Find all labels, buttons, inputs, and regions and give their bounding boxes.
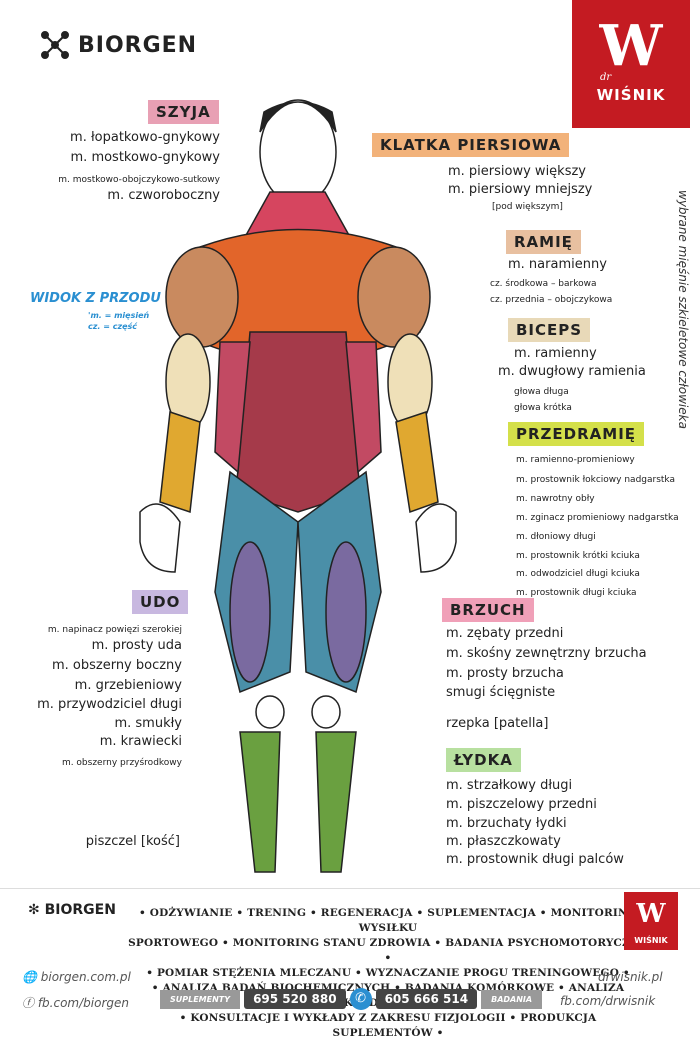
phone-bar: SUPLEMENTY 695 520 880 ✆ 605 666 514 BAD… [160, 988, 543, 1010]
label-piszczel: piszczel [kość] [85, 834, 180, 849]
label-szyja-2: m. mostkowo-gnykowy [70, 150, 220, 165]
bad-phone[interactable]: 605 666 514 [375, 989, 478, 1009]
label-biceps-4: głowa krótka [514, 403, 572, 413]
phone-icon: ✆ [349, 988, 372, 1010]
section-udo-title: UDO [132, 590, 189, 614]
supl-label: SUPLEMENTY [160, 989, 241, 1009]
services-line-5: • KONSULTACJE I WYKŁADY Z ZAKRESU FIZJOL… [179, 1012, 597, 1039]
label-biceps-3: głowa długa [514, 387, 569, 397]
label-udo-8: m. obszerny przyśrodkowy [61, 758, 182, 768]
label-przedramie-7: m. odwodziciel długi kciuka [516, 569, 640, 579]
label-biceps-1: m. ramienny [514, 346, 597, 361]
label-przedramie-3: m. nawrotny obły [516, 494, 595, 504]
services-line-2: SPORTOWEGO • MONITORING STANU ZDROWIA • … [128, 937, 648, 964]
view-title: WIDOK Z PRZODU [30, 291, 161, 306]
supl-phone[interactable]: 695 520 880 [244, 989, 346, 1009]
fb-right[interactable]: fb.com/drwisnik [560, 994, 656, 1008]
services-list: • ODŻYWIANIE • TRENING • REGENERACJA • S… [128, 906, 648, 1041]
label-szyja-1: m. łopatkowo-gnykowy [70, 130, 220, 145]
services-line-3: • POMIAR STĘŻENIA MLECZANU • WYZNACZANIE… [146, 967, 630, 979]
footer-logo: ✻ BIORGEN [28, 902, 116, 918]
section-przedramie-title: PRZEDRAMIĘ [508, 422, 645, 446]
label-brzuch-1: m. zębaty przedni [446, 626, 564, 641]
dr-wisnik-badge: W dr WIŚNIK [572, 0, 690, 128]
label-klatka-3: [pod większym] [492, 202, 563, 212]
fb-left-text[interactable]: fb.com/biorgen [37, 996, 129, 1010]
label-udo-6: m. smukły [114, 716, 182, 731]
label-szyja-3: m. mostkowo-obojczykowo-sutkowy [58, 175, 220, 185]
label-klatka-1: m. piersiowy większy [448, 164, 586, 179]
label-szyja-4: m. czworoboczny [107, 188, 220, 203]
label-biceps-2: m. dwugłowy ramienia [498, 364, 646, 379]
footer-badge-name: WIŚNIK [634, 936, 668, 945]
anatomy-figure [139, 99, 457, 873]
label-lydka-3: m. brzuchaty łydki [446, 816, 567, 831]
footer-brand: BIORGEN [44, 902, 116, 918]
label-przedramie-5: m. dłoniowy długi [516, 532, 596, 542]
label-ramie-1: m. naramienny [508, 257, 607, 272]
footer [0, 888, 700, 1023]
abbrev-legend: 'm. = mięsień cz. = część [88, 310, 149, 332]
web-right[interactable]: drwisnik.pl [598, 970, 663, 984]
badge-prefix: dr [600, 72, 612, 83]
label-ramie-2: cz. środkowa – barkowa [490, 279, 597, 289]
label-udo-1: m. napinacz powięzi szerokiej [47, 625, 182, 635]
side-caption: wybrane mięśnie szkieletowe człowieka [676, 190, 690, 429]
label-lydka-1: m. strzałkowy długi [446, 778, 573, 793]
label-przedramie-4: m. zginacz promieniowy nadgarstka [516, 513, 679, 523]
label-udo-5: m. przywodziciel długi [37, 697, 182, 712]
web-left-text[interactable]: biorgen.com.pl [40, 970, 131, 984]
services-line-1: • ODŻYWIANIE • TRENING • REGENERACJA • S… [138, 907, 638, 934]
label-brzuch-3: m. prosty brzucha [446, 666, 564, 681]
section-lydka-title: ŁYDKA [446, 748, 521, 772]
label-przedramie-6: m. prostownik krótki kciuka [516, 551, 640, 561]
label-lydka-2: m. piszczelowy przedni [446, 797, 597, 812]
label-udo-4: m. grzebieniowy [74, 678, 182, 693]
label-klatka-2: m. piersiowy mniejszy [448, 182, 593, 197]
legend-cz: cz. = część [88, 322, 138, 331]
biorgen-logo: BIORGEN [40, 30, 197, 60]
label-lydka-4: m. płaszczkowaty [446, 834, 561, 849]
fb-left[interactable]: ⓕ fb.com/biorgen [22, 996, 129, 1010]
label-lydka-5: m. prostownik długi palców [446, 852, 624, 867]
section-brzuch-title: BRZUCH [442, 598, 534, 622]
label-udo-3: m. obszerny boczny [51, 658, 182, 673]
molecule-icon [41, 31, 69, 59]
label-przedramie-2: m. prostownik łokciowy nadgarstka [516, 475, 675, 485]
label-udo-7: m. krawiecki [99, 734, 182, 749]
label-przedramie-8: m. prostownik długi kciuka [516, 588, 637, 598]
label-ramie-3: cz. przednia – obojczykowa [490, 295, 613, 305]
label-brzuch-4: smugi ścięgniste [446, 685, 556, 700]
section-szyja-title: SZYJA [148, 100, 219, 124]
label-przedramie-1: m. ramienno-promieniowy [516, 455, 635, 465]
web-left[interactable]: 🌐 biorgen.com.pl [22, 970, 131, 984]
label-brzuch-2: m. skośny zewnętrzny brzucha [446, 646, 647, 661]
brand-name: BIORGEN [78, 32, 198, 58]
badge-name: WIŚNIK [596, 86, 666, 104]
bad-label: BADANIA [481, 989, 543, 1009]
wv-monogram: W [599, 13, 663, 79]
legend-m: 'm. = mięsień [88, 311, 150, 320]
label-udo-2: m. prosty uda [91, 638, 182, 653]
label-rzepka: rzepka [patella] [446, 716, 549, 731]
section-biceps-title: BICEPS [508, 318, 591, 342]
section-ramie-title: RAMIĘ [506, 230, 581, 254]
section-klatka-title: KLATKA PIERSIOWA [372, 133, 570, 157]
